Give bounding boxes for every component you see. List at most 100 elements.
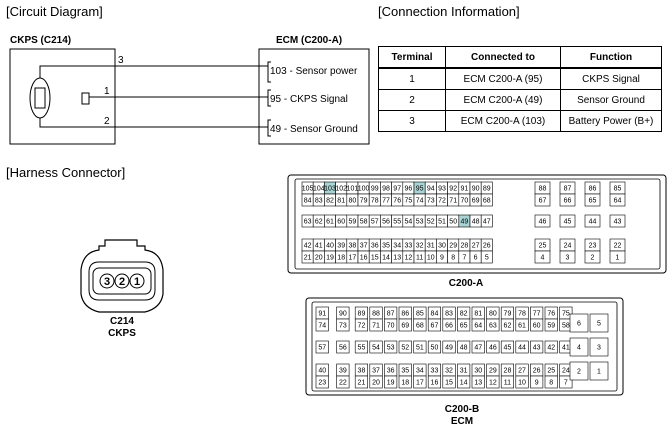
- c200a-pin-label: 71: [449, 198, 457, 205]
- c200b-pin-cell: [500, 318, 515, 332]
- c200a-pin-label: 51: [438, 219, 446, 226]
- c200b-pin-label: 7: [564, 380, 568, 387]
- c200b-pin-cell: [500, 375, 515, 389]
- c200b-pin-label: 25: [547, 368, 555, 375]
- circuit-diagram: CKPS (C214) ECM (C200-A) 3 1 2 103 - Sen…: [9, 35, 370, 145]
- c200b-pin-cell: [457, 340, 471, 354]
- c200a-pin-label: 1: [616, 255, 620, 262]
- c200a-pin-label: 8: [451, 255, 455, 262]
- c200a-pin-label: 37: [360, 243, 368, 250]
- c200b-pin-label: 83: [445, 311, 453, 318]
- c200b-pin-label: 43: [533, 345, 541, 352]
- c200b-pin-cell: [315, 318, 329, 332]
- c200a-pin-cell: [480, 214, 493, 228]
- c200b-pin-cell: [369, 318, 383, 332]
- c200a-pin-label: 42: [304, 243, 312, 250]
- c200a-pin-label: 9: [440, 255, 444, 262]
- c200a-pin-cell: [559, 193, 576, 207]
- c200b-pin-label: 71: [372, 323, 380, 330]
- c200b-pin-cell: [427, 375, 442, 389]
- c200b-pin-label: 37: [372, 368, 380, 375]
- table-row: 3 ECM C200-A (103) Battery Power (B+): [378, 110, 662, 132]
- c200b-pin-label: 12: [489, 380, 497, 387]
- c200a-pin-label: 69: [472, 198, 480, 205]
- c200b-pin-label: 77: [533, 311, 541, 318]
- c200b-pin-cell: [559, 375, 573, 389]
- c200b-pin-label: 63: [489, 323, 497, 330]
- c200b-pin-label: 53: [387, 345, 395, 352]
- c214-pin-3: [99, 273, 115, 289]
- c200a-pin-cell: [609, 250, 626, 264]
- c200b-pin-cell: [486, 318, 500, 332]
- c200b-pin-label: 13: [474, 380, 482, 387]
- c200a-inner-frame: [294, 178, 661, 270]
- c200a-pin-label: 95: [416, 186, 424, 193]
- c200a-outer-frame: [287, 174, 667, 274]
- c200b-pin-cell: [384, 375, 398, 389]
- c200b-pin-label: 32: [445, 368, 453, 375]
- c200b-pin-cell: [336, 318, 350, 332]
- c200b-pin-label: 5: [597, 321, 601, 328]
- c200b-pin-label: 69: [401, 323, 409, 330]
- c200b-pin-label: 15: [445, 380, 453, 387]
- c200a-pin-label: 41: [315, 243, 323, 250]
- c200b-pin-label: 62: [504, 323, 512, 330]
- c200a-pin-label: 3: [566, 255, 570, 262]
- c214-connector: 3 2 1 C214 CKPS: [80, 239, 164, 339]
- c200a-pin-label: 14: [382, 255, 390, 262]
- c200b-pin-label: 28: [504, 368, 512, 375]
- c200a-pin-label: 102: [335, 186, 347, 193]
- c200a-pin-label: 58: [360, 219, 368, 226]
- c200a-pin-label: 92: [449, 186, 457, 193]
- c214-pin-2-label: 2: [119, 276, 125, 288]
- c200a-pin-label: 52: [427, 219, 435, 226]
- c200a-pin-label: 30: [438, 243, 446, 250]
- c200a-pin-label: 16: [360, 255, 368, 262]
- sensor-pin-2: 2: [104, 116, 110, 127]
- c200b-pin-label: 50: [431, 345, 439, 352]
- c200b-pin-label: 6: [577, 321, 581, 328]
- c200b-pin-label: 21: [358, 380, 366, 387]
- c200a-pin-label: 46: [539, 219, 547, 226]
- ecm-terminal-95: [267, 89, 271, 107]
- table-header-row: Terminal Connected to Function: [378, 46, 662, 69]
- c200b-pin-label: 24: [562, 368, 570, 375]
- c200b-pin-label: 1: [597, 369, 601, 376]
- table-row: 1 ECM C200-A (95) CKPS Signal: [378, 67, 662, 90]
- c200b-pin-label: 52: [401, 345, 409, 352]
- c200a-pin-label: 2: [591, 255, 595, 262]
- c214-pin-1-label: 1: [134, 276, 140, 288]
- c200b-pin-label: 17: [416, 380, 424, 387]
- c200a-pin-label: 12: [405, 255, 413, 262]
- c214-pin-2: [114, 273, 130, 289]
- c200b-pin-label: 46: [489, 345, 497, 352]
- c200b-pin-cell: [354, 375, 369, 389]
- c200b-pin-cell: [530, 318, 544, 332]
- c200a-pin-label: 94: [427, 186, 435, 193]
- c200b-pin-label: 31: [460, 368, 468, 375]
- c200b-pin-cell: [398, 318, 412, 332]
- c200b-pin-label: 78: [518, 311, 526, 318]
- c200b-pin-cell: [384, 318, 398, 332]
- c200a-pin-cell: [584, 250, 601, 264]
- c200a-pin-label: 87: [564, 186, 572, 193]
- c200b-pin-label: 35: [401, 368, 409, 375]
- c200a-pin-label: 25: [539, 243, 547, 250]
- c214-pin-cavity: [92, 267, 152, 295]
- c200a-pin-label: 32: [416, 243, 424, 250]
- c200a-pin-label: 27: [472, 243, 480, 250]
- c200b-pin-label: 16: [431, 380, 439, 387]
- c200a-pin-label: 59: [349, 219, 357, 226]
- c200b-pin-cell: [369, 340, 383, 354]
- c200b-pin-cell: [442, 318, 456, 332]
- c200b-pin-label: 68: [416, 323, 424, 330]
- c214-name-label: CKPS: [108, 328, 136, 339]
- c200a-pin-label: 72: [438, 198, 446, 205]
- c200a-pin-label: 53: [416, 219, 424, 226]
- c200a-pin-label: 56: [382, 219, 390, 226]
- c200a-pin-label: 5: [485, 255, 489, 262]
- c200a-pin-label: 86: [589, 186, 597, 193]
- c200b-pin-label: 60: [533, 323, 541, 330]
- c200b-pin-label: 75: [562, 311, 570, 318]
